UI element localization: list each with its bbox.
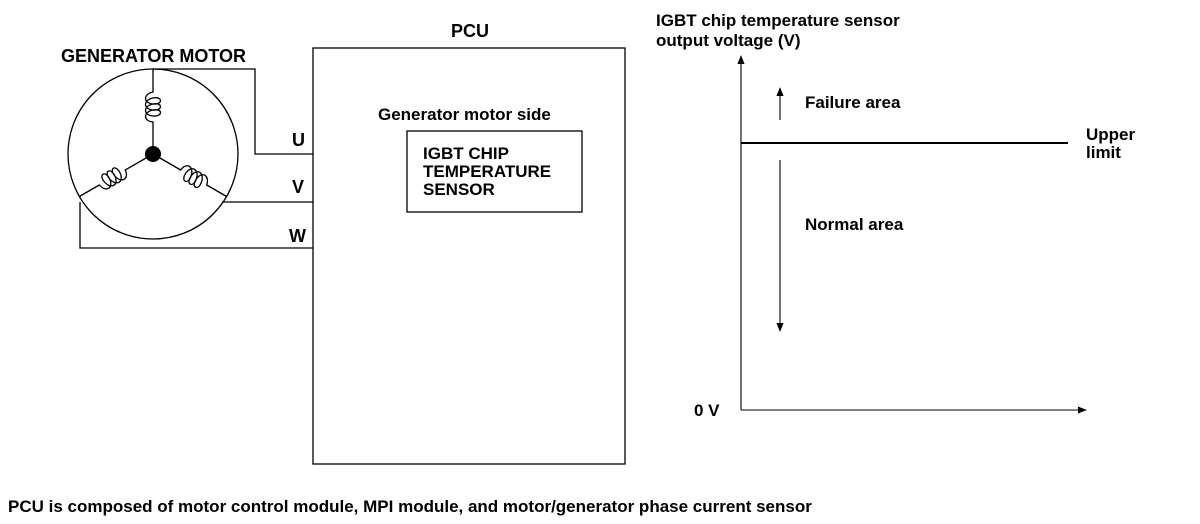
motor-title: GENERATOR MOTOR bbox=[61, 46, 246, 66]
wire-u bbox=[153, 68, 313, 155]
wire-w bbox=[79, 202, 313, 249]
winding-u-coil bbox=[144, 91, 162, 123]
graph-y-title-line-1: IGBT chip temperature sensor bbox=[656, 11, 900, 30]
graph-origin-label: 0 V bbox=[694, 401, 720, 420]
normal-area-label: Normal area bbox=[805, 215, 904, 234]
pcu-side-label: Generator motor side bbox=[378, 105, 551, 124]
phase-label-w: W bbox=[289, 226, 306, 246]
phase-label-u: U bbox=[292, 130, 305, 150]
sensor-label-line-2: TEMPERATURE bbox=[423, 162, 551, 181]
failure-area-label: Failure area bbox=[805, 93, 901, 112]
phase-label-v: V bbox=[292, 177, 304, 197]
sensor-box bbox=[406, 130, 583, 213]
sensor-label-line-3: SENSOR bbox=[423, 180, 495, 199]
sensor-label-line-1: IGBT CHIP bbox=[423, 144, 509, 163]
neutral-point bbox=[145, 146, 161, 162]
diagram-caption: PCU is composed of motor control module,… bbox=[8, 497, 812, 516]
upper-limit-label-line-2: limit bbox=[1086, 143, 1121, 162]
upper-limit-label-line-1: Upper bbox=[1086, 125, 1136, 144]
motor-windings bbox=[78, 68, 228, 198]
pcu-title: PCU bbox=[451, 21, 489, 41]
pcu-box bbox=[312, 47, 626, 465]
graph-y-title-line-2: output voltage (V) bbox=[656, 31, 800, 50]
